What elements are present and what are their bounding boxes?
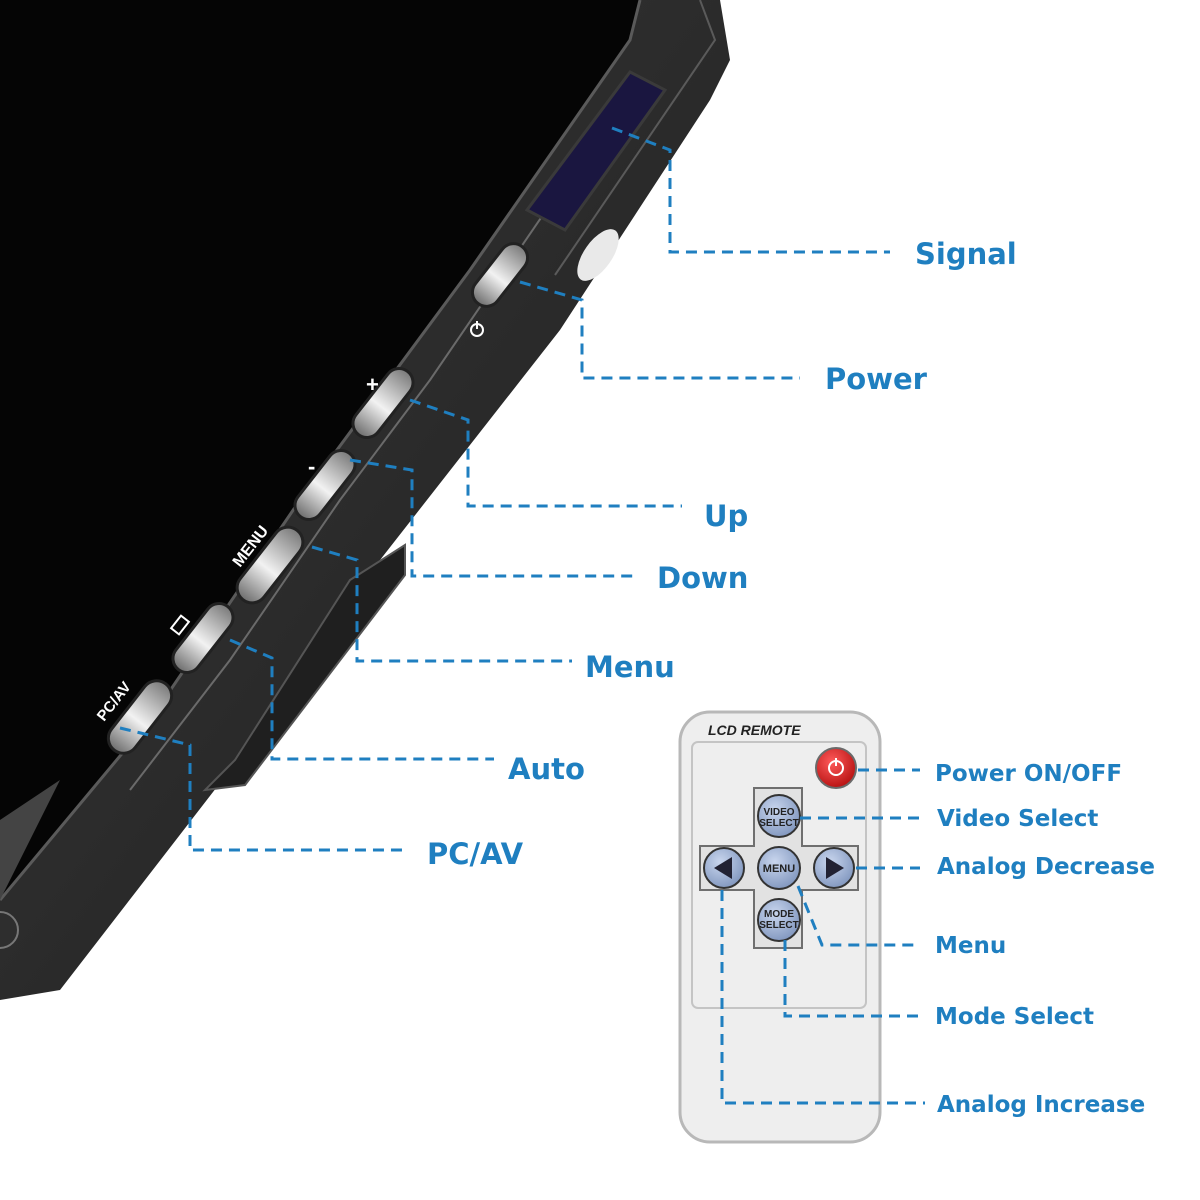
mode-select-line1: MODE	[764, 909, 794, 920]
label-menu: Menu	[585, 650, 675, 684]
monitor-leaders	[119, 126, 890, 852]
mode-select-line2: SELECT	[759, 920, 798, 931]
label-up: Up	[704, 499, 748, 533]
label-remote-menu: Menu	[935, 933, 1006, 959]
video-select-button[interactable]	[757, 794, 801, 838]
side-dial	[577, 229, 619, 281]
label-auto: Auto	[508, 752, 585, 786]
minus-mark: -	[308, 454, 315, 479]
label-analog-decrease: Analog Decrease	[937, 854, 1155, 880]
remote-leaders	[720, 768, 925, 1105]
monitor: + - MENU PC/AV	[0, 0, 730, 1000]
remote-menu-label: MENU	[763, 863, 795, 875]
video-select-line1: VIDEO	[763, 807, 794, 818]
label-down: Down	[657, 561, 748, 595]
pcav-button[interactable]	[102, 675, 177, 760]
knob	[0, 911, 19, 949]
label-analog-increase: Analog Increase	[937, 1092, 1145, 1118]
up-button[interactable]	[347, 363, 418, 443]
power-icon	[470, 321, 484, 337]
power-icon	[828, 758, 844, 776]
power-button[interactable]	[467, 238, 533, 312]
remote-panel	[691, 741, 867, 1009]
right-arrow-icon	[826, 857, 844, 879]
video-select-line2: SELECT	[759, 818, 798, 829]
remote-title: LCD REMOTE	[708, 722, 801, 738]
remote-power-button[interactable]	[815, 747, 857, 789]
mode-select-button[interactable]	[757, 898, 801, 942]
signal-window[interactable]	[524, 70, 668, 232]
label-video-select: Video Select	[937, 806, 1098, 832]
auto-button[interactable]	[167, 598, 238, 678]
label-signal: Signal	[915, 237, 1017, 271]
menu-button[interactable]	[231, 521, 309, 609]
auto-icon	[169, 614, 191, 636]
label-mode-select: Mode Select	[935, 1004, 1094, 1030]
label-power-onoff: Power ON/OFF	[935, 761, 1122, 787]
monitor-screen	[0, 0, 640, 900]
down-button[interactable]	[289, 445, 360, 525]
left-arrow-icon	[714, 857, 732, 879]
remote-control: LCD REMOTE VIDEO SELECT MENU MODE SELECT	[678, 710, 882, 1144]
label-pcav: PC/AV	[427, 837, 524, 871]
plus-mark: +	[366, 372, 379, 397]
remote-menu-button[interactable]	[757, 846, 801, 890]
label-power: Power	[825, 362, 928, 396]
